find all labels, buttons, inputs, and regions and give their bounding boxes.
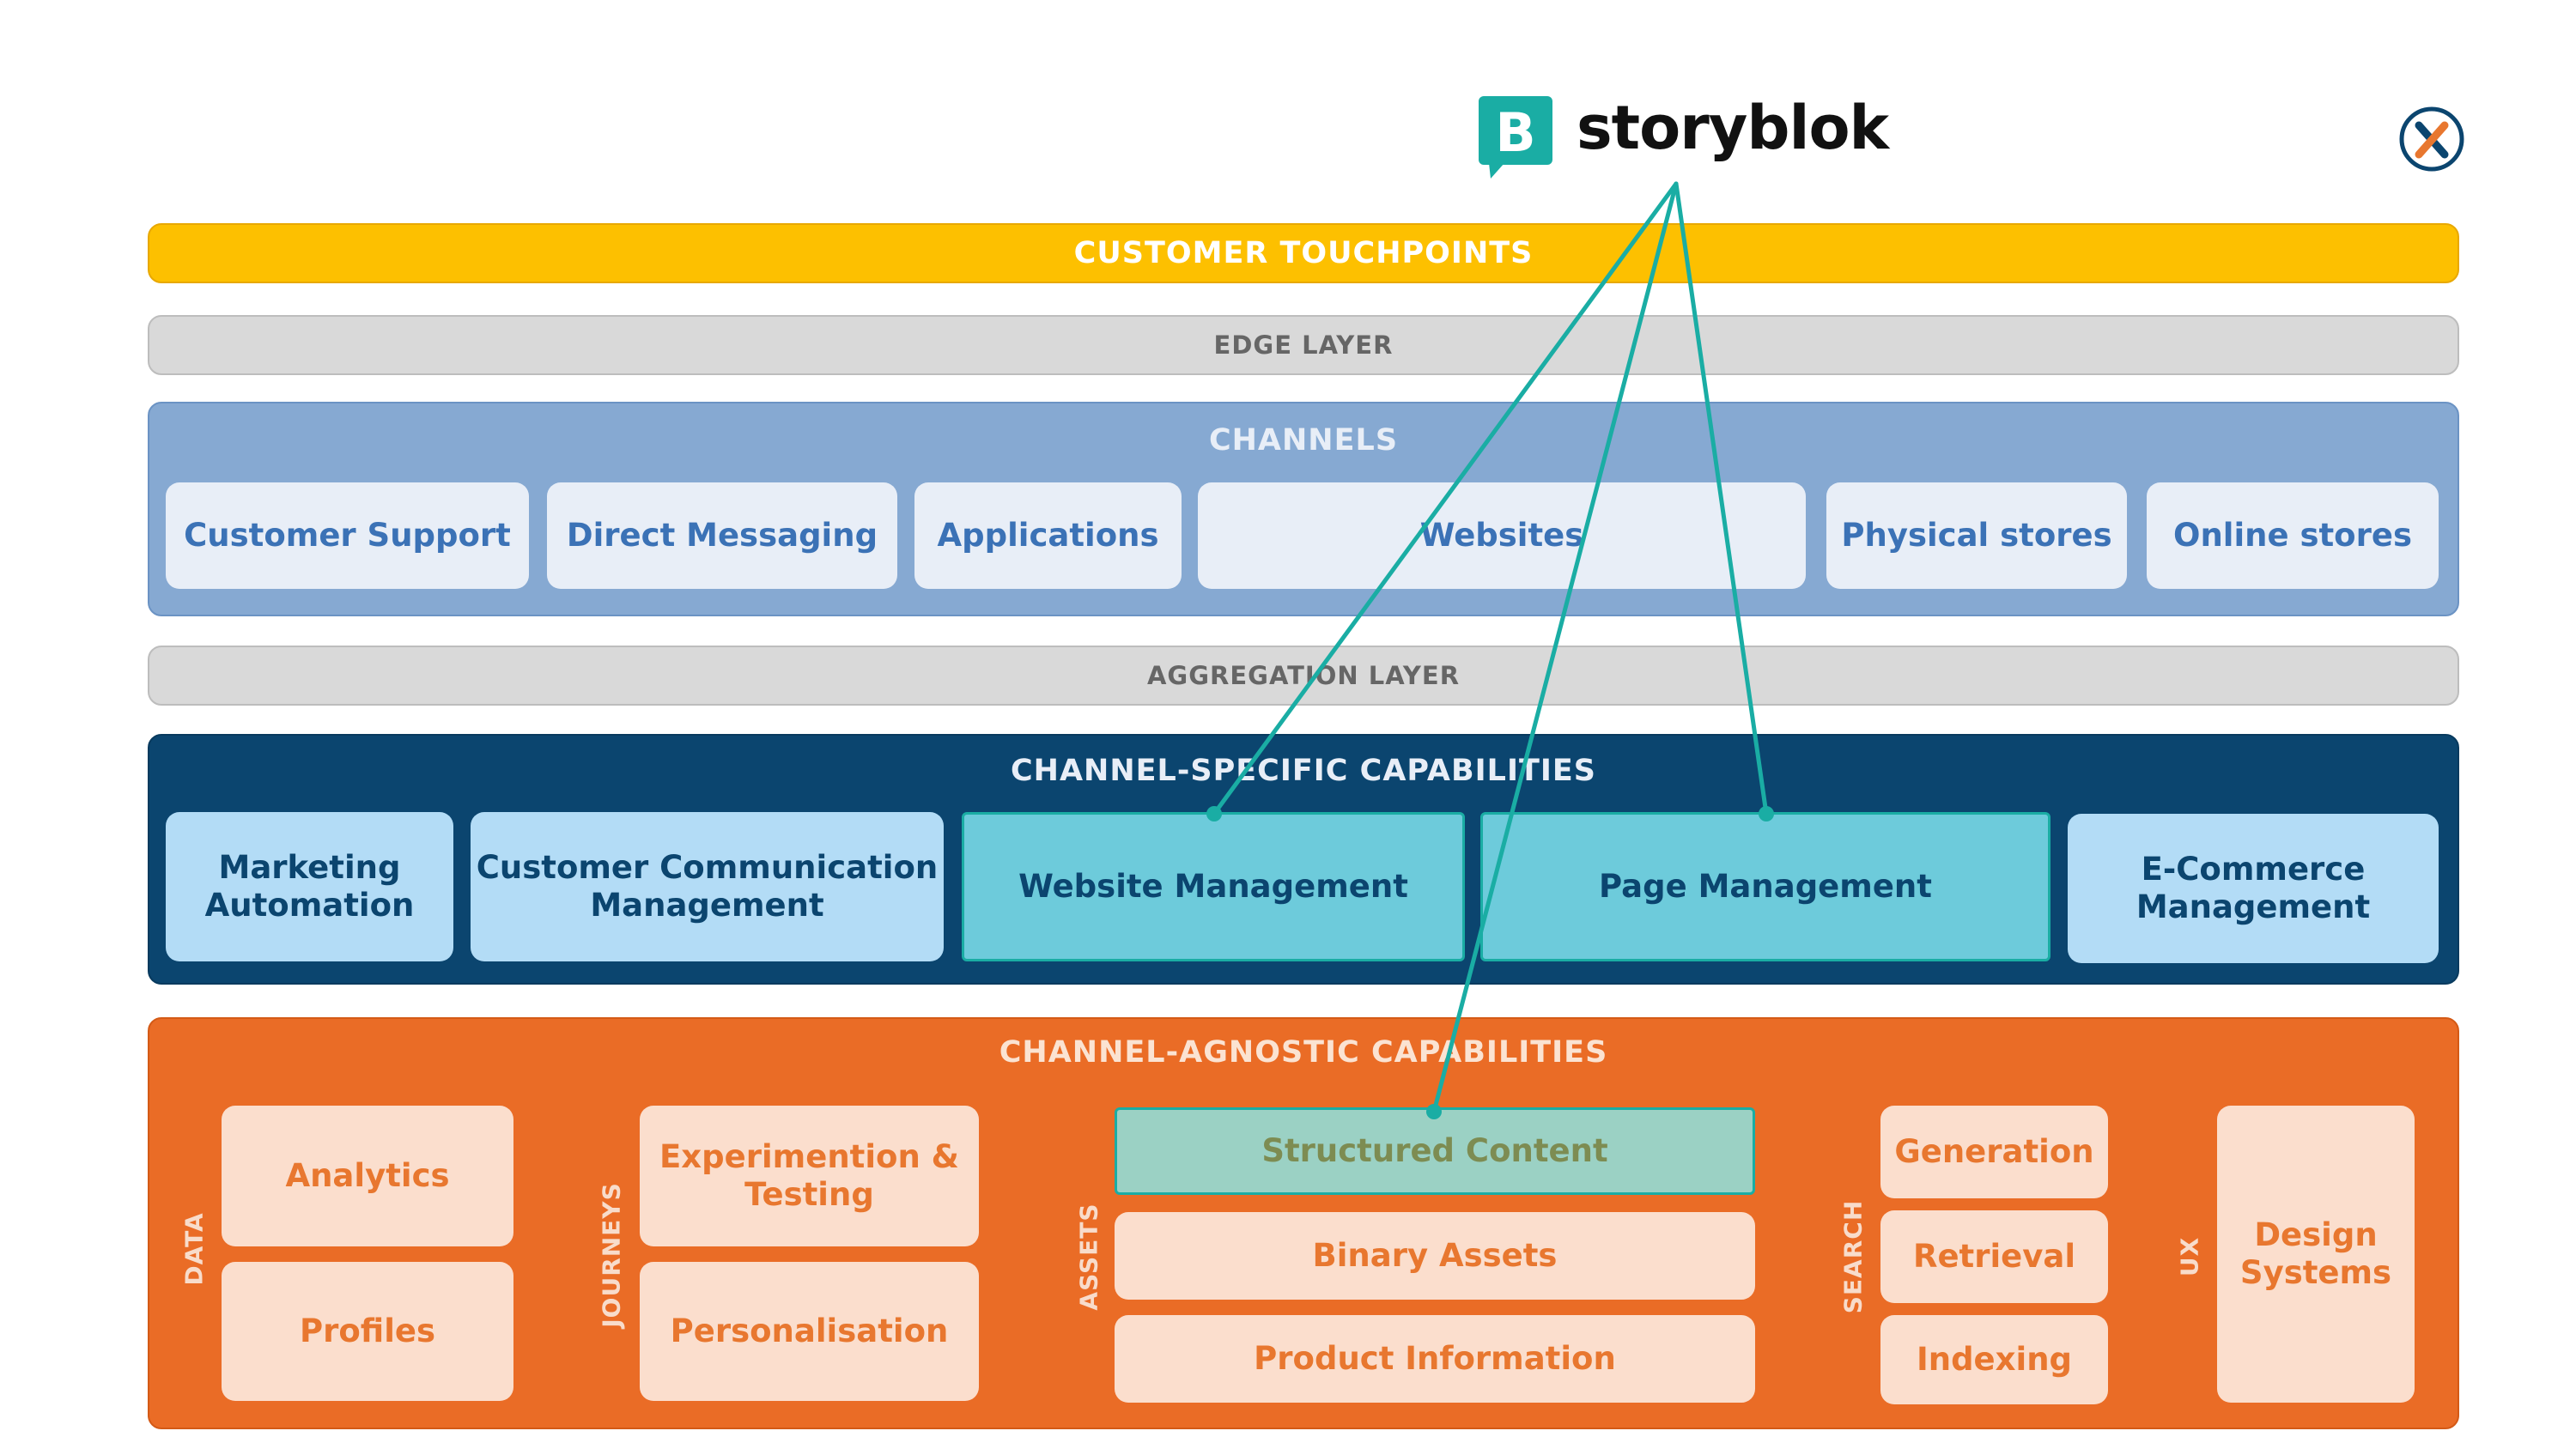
capability-marketing-automation: Marketing Automation [166, 812, 453, 961]
capability-profiles: Profiles [222, 1262, 513, 1401]
capability-retrieval: Retrieval [1880, 1210, 2108, 1303]
channel-online-stores: Online stores [2147, 482, 2439, 589]
edge-layer: EDGE LAYER [148, 315, 2459, 375]
channel-agnostic-title: CHANNEL-AGNOSTIC CAPABILITIES [999, 1035, 1608, 1070]
capability-page-management: Page Management [1480, 812, 2050, 961]
capability-design-systems: Design Systems [2217, 1106, 2415, 1403]
capability-generation: Generation [1880, 1106, 2108, 1198]
brand-name: storyblok [1577, 93, 1889, 163]
capability-customer-communication-management: Customer Communication Management [471, 812, 944, 961]
edge-layer-label: EDGE LAYER [1213, 330, 1394, 360]
capability-experimentation-testing: Experimention & Testing [640, 1106, 979, 1246]
channel-specific-title: CHANNEL-SPECIFIC CAPABILITIES [1010, 754, 1596, 788]
capability-analytics: Analytics [222, 1106, 513, 1246]
channels-title: CHANNELS [1208, 423, 1399, 458]
customer-touchpoints-label: CUSTOMER TOUCHPOINTS [1073, 236, 1534, 270]
capability-structured-content: Structured Content [1115, 1107, 1755, 1195]
capability-product-information: Product Information [1115, 1315, 1755, 1403]
channel-websites: Websites [1198, 482, 1806, 589]
channel-physical-stores: Physical stores [1826, 482, 2127, 589]
group-label-journeys: JOURNEYS [597, 1182, 626, 1328]
group-label-assets: ASSETS [1074, 1203, 1103, 1311]
storyblok-logo: B [1479, 96, 1552, 180]
group-label-search: SEARCH [1838, 1199, 1868, 1314]
customer-touchpoints-layer: CUSTOMER TOUCHPOINTS [148, 223, 2459, 283]
aggregation-layer: AGGREGATION LAYER [148, 646, 2459, 706]
group-label-data: DATA [179, 1212, 209, 1286]
channel-direct-messaging: Direct Messaging [547, 482, 897, 589]
capability-ecommerce-management: E-Commerce Management [2068, 814, 2439, 963]
capability-personalisation: Personalisation [640, 1262, 979, 1401]
logo-letter: B [1495, 101, 1535, 164]
group-label-ux: UX [2175, 1236, 2204, 1277]
channel-customer-support: Customer Support [166, 482, 529, 589]
capability-binary-assets: Binary Assets [1115, 1212, 1755, 1300]
channel-applications: Applications [914, 482, 1182, 589]
capability-website-management: Website Management [962, 812, 1465, 961]
aggregation-layer-label: AGGREGATION LAYER [1146, 661, 1461, 690]
x-circle-logo-icon [2397, 105, 2466, 173]
capability-indexing: Indexing [1880, 1315, 2108, 1404]
